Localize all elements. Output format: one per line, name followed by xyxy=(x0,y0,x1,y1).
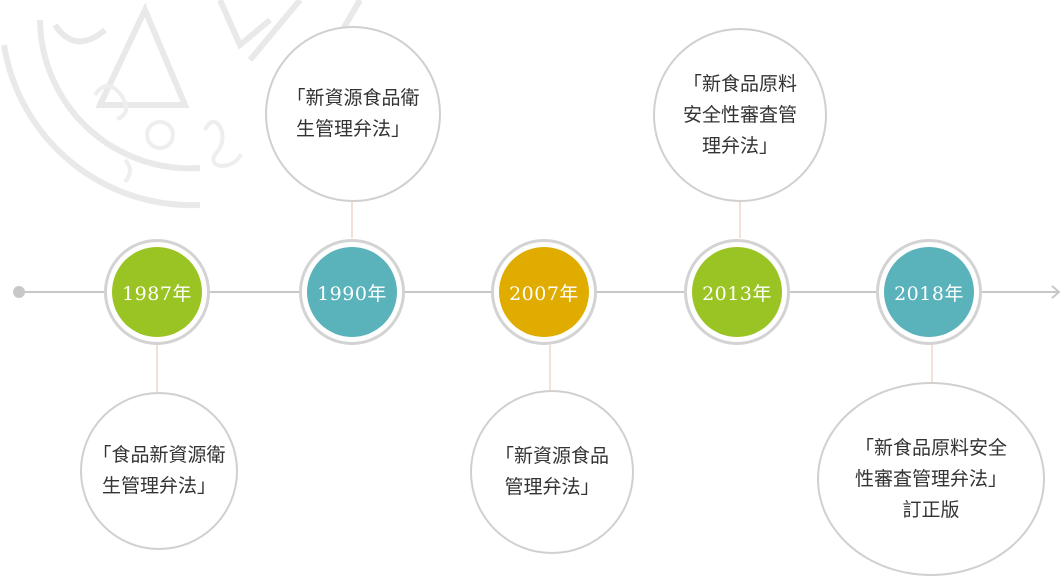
year-badge: 2013年 xyxy=(692,247,782,337)
event-bubble-2007: 「新資源食品 管理弁法」 xyxy=(470,390,634,554)
year-label: 1990年 xyxy=(317,282,387,305)
timeline-arrow-icon xyxy=(1051,285,1060,299)
year-label: 2013年 xyxy=(702,282,772,305)
event-text: 「新資源食品 管理弁法」 xyxy=(494,445,609,498)
event-bubble-1990: 「新資源食品衛 生管理弁法」 xyxy=(265,26,441,202)
year-badge: 2007年 xyxy=(499,247,589,337)
year-node-2013: 2013年 xyxy=(684,239,790,345)
event-text: 「食品新資源衛 生管理弁法」 xyxy=(92,444,226,497)
year-node-2007: 2007年 xyxy=(491,239,597,345)
year-label: 2018年 xyxy=(894,282,964,305)
year-badge: 2018年 xyxy=(884,247,974,337)
year-node-2018: 2018年 xyxy=(876,239,982,345)
year-node-1990: 1990年 xyxy=(299,239,405,345)
year-badge: 1987年 xyxy=(112,247,202,337)
year-label: 1987年 xyxy=(122,282,192,305)
year-label: 2007年 xyxy=(509,282,579,305)
timeline-start-dot xyxy=(13,286,25,298)
year-badge: 1990年 xyxy=(307,247,397,337)
event-text: 「新食品原料安全 性審査管理弁法」 訂正版 xyxy=(854,436,1007,521)
event-text: 「新資源食品衛 生管理弁法」 xyxy=(286,87,420,140)
year-node-1987: 1987年 xyxy=(104,239,210,345)
event-bubble-2018: 「新食品原料安全 性審査管理弁法」 訂正版 xyxy=(817,382,1045,576)
event-text: 「新食品原料 安全性審査管 理弁法」 xyxy=(682,72,797,157)
event-bubble-2013: 「新食品原料 安全性審査管 理弁法」 xyxy=(653,28,827,202)
event-bubble-1987: 「食品新資源衛 生管理弁法」 xyxy=(80,392,238,550)
